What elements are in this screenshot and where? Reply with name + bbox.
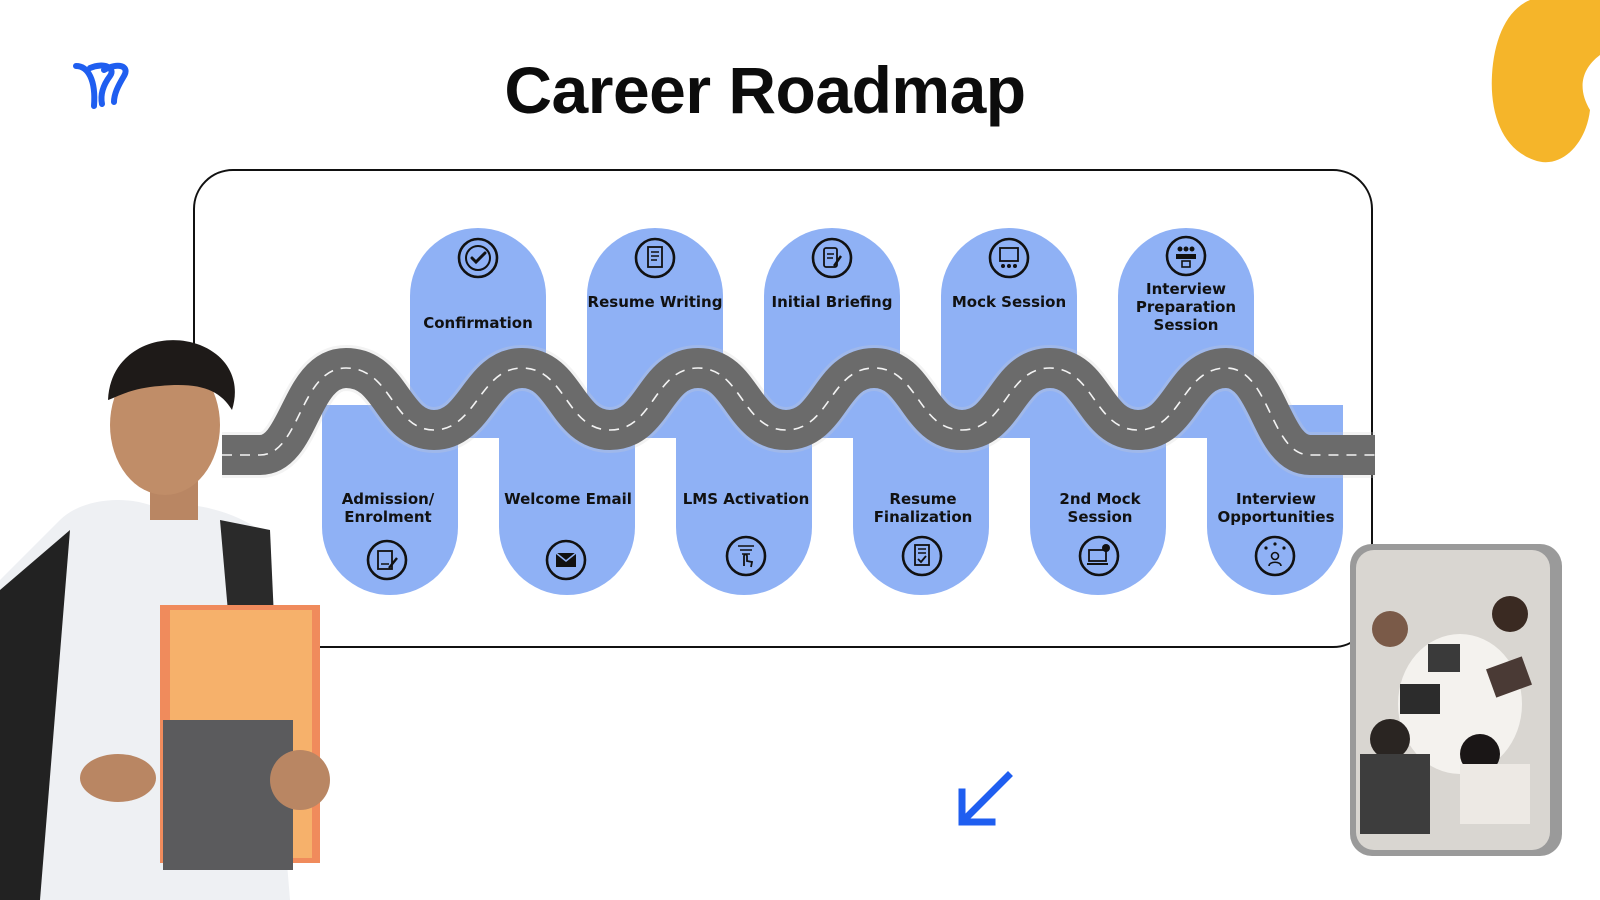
decorative-yellow-blob	[1491, 0, 1600, 163]
step-label-admission: Admission/ Enrolment	[341, 490, 435, 526]
step-label-interview-opportunities: Interview Opportunities	[1217, 490, 1335, 526]
brand-logo-icon	[73, 62, 129, 109]
arrow-down-left-icon	[958, 771, 1013, 826]
step-label-resume-finalization: Resume Finalization	[873, 490, 973, 526]
step-label-resume-writing: Resume Writing	[587, 293, 723, 311]
group-meeting-icon	[1164, 234, 1208, 278]
person-network-icon	[1253, 534, 1297, 578]
laptop-chat-icon	[1077, 534, 1121, 578]
page-title: Career Roadmap	[504, 53, 1026, 127]
clipboard-pen-icon	[810, 236, 854, 280]
step-label-2nd-mock-session: 2nd Mock Session	[1059, 490, 1141, 526]
document-icon	[633, 236, 677, 280]
step-label-initial-briefing: Initial Briefing	[771, 293, 893, 311]
document-check-icon	[900, 534, 944, 578]
step-label-welcome-email: Welcome Email	[504, 490, 632, 508]
step-label-interview-preparation: Interview Preparation Session	[1135, 280, 1237, 334]
check-circle-icon	[456, 236, 500, 280]
step-label-lms-activation: LMS Activation	[682, 490, 810, 508]
form-pen-icon	[365, 538, 409, 582]
step-label-mock-session: Mock Session	[951, 293, 1067, 311]
touch-tech-icon	[724, 534, 768, 578]
student-photo	[0, 340, 330, 900]
presentation-icon	[987, 236, 1031, 280]
envelope-icon	[544, 538, 588, 582]
team-meeting-photo	[1350, 544, 1562, 856]
step-label-confirmation: Confirmation	[423, 314, 533, 332]
